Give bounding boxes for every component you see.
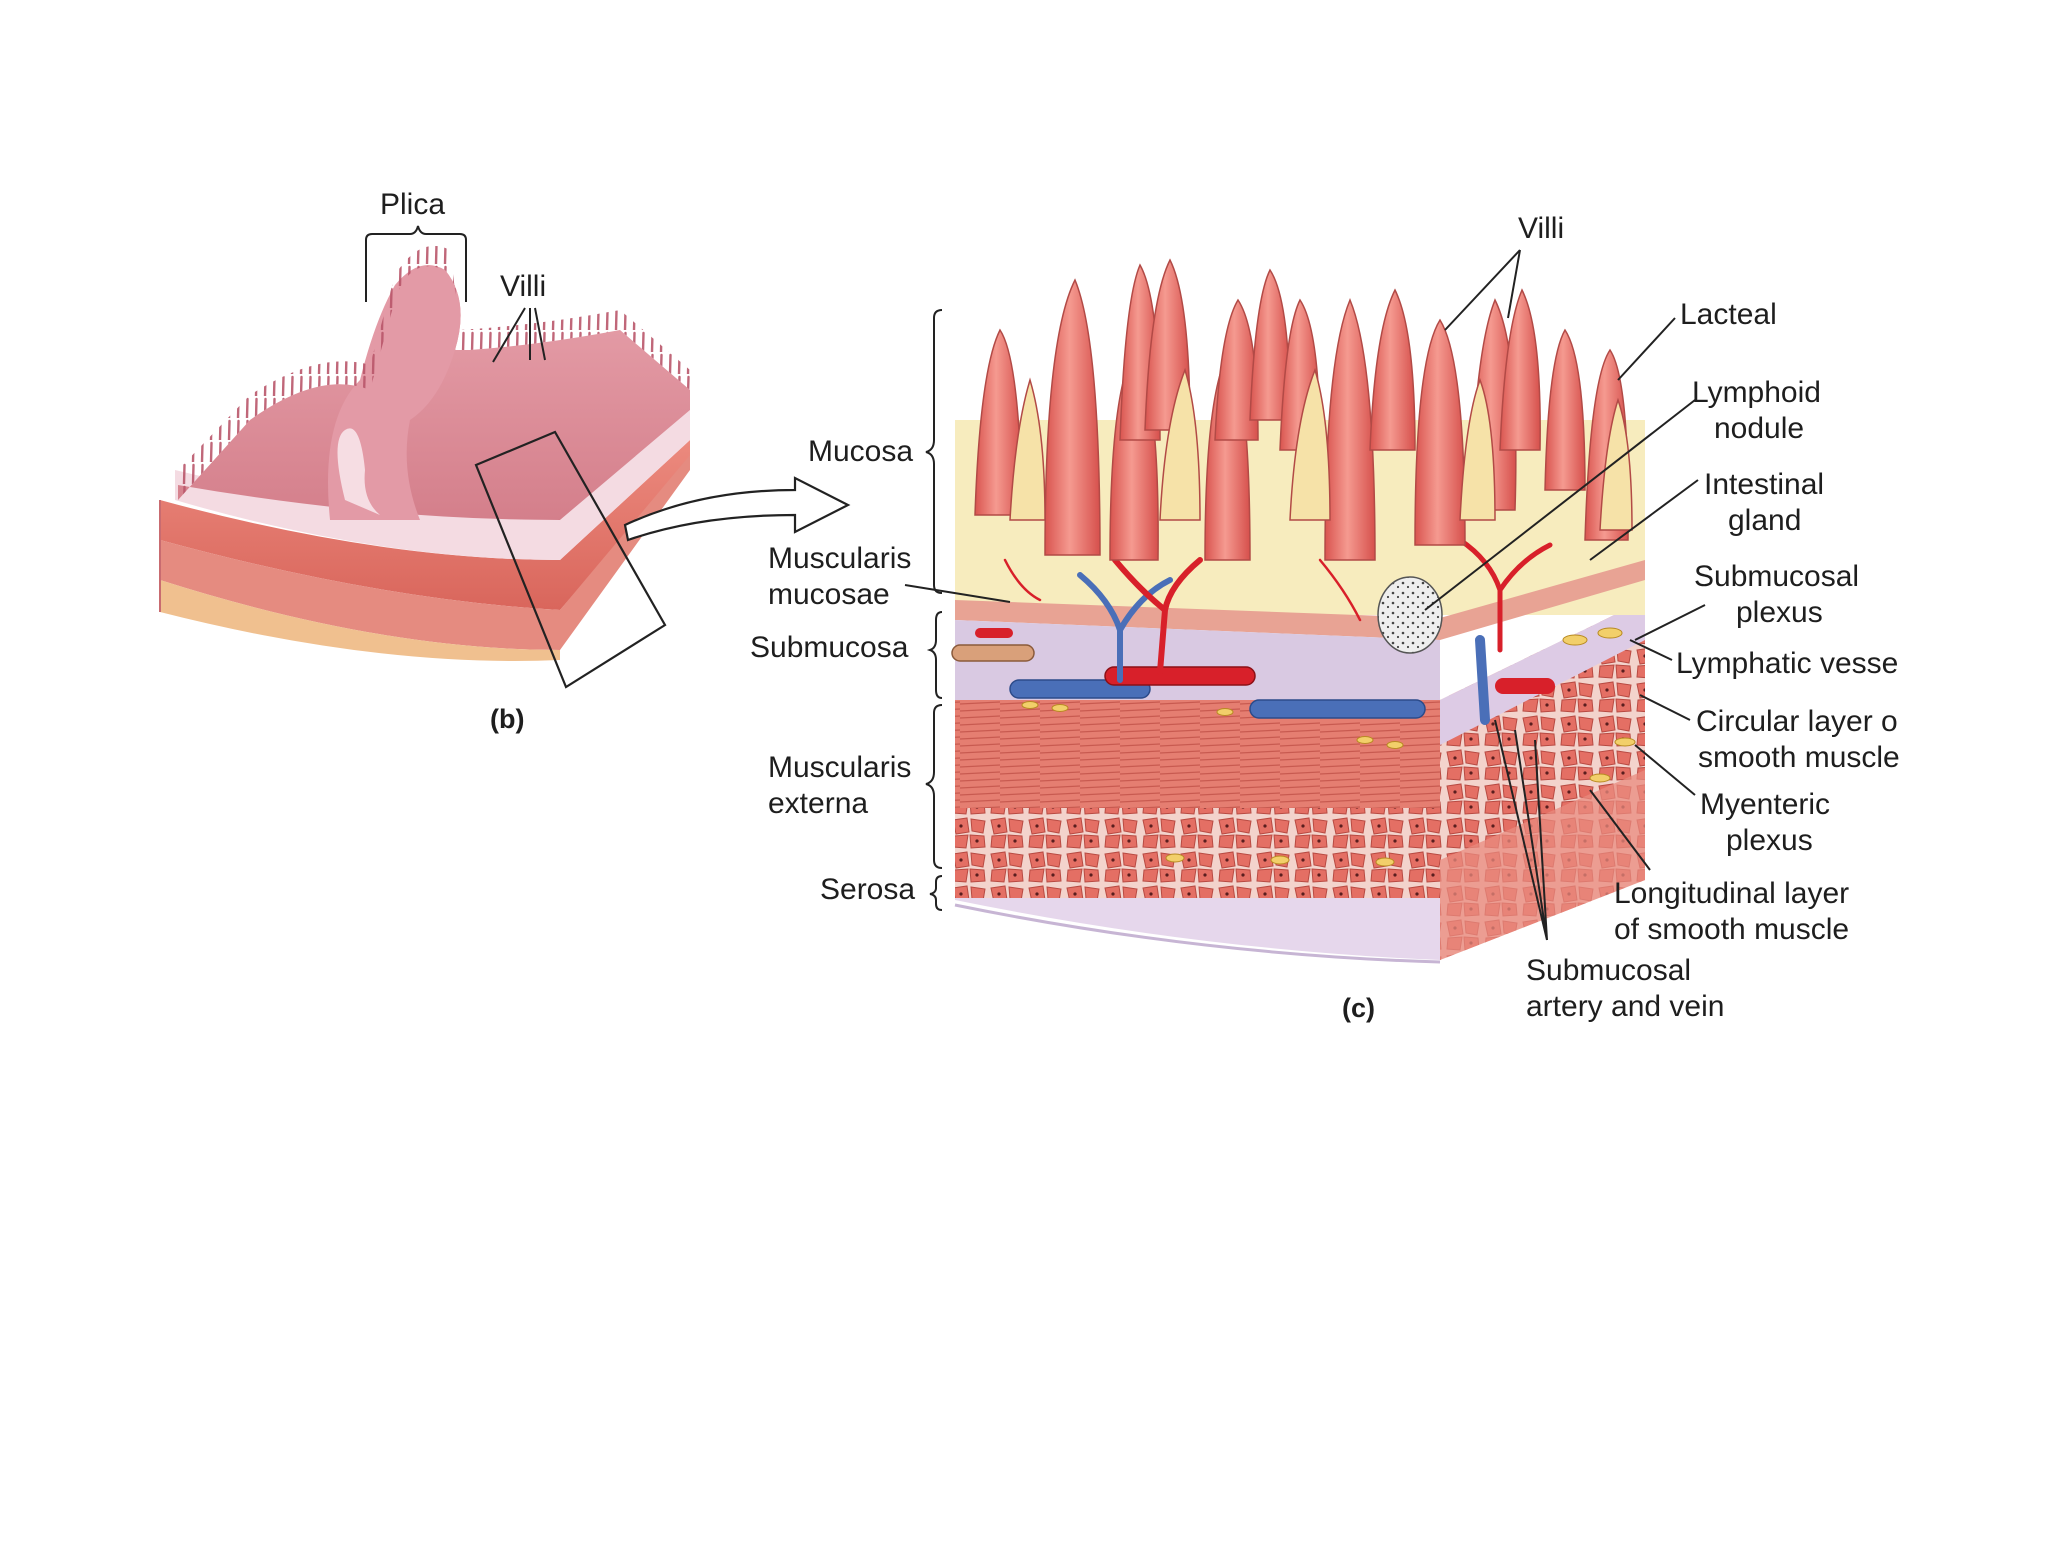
submucosal-plexus-label-line2: plexus [1736, 596, 1823, 629]
panel-b-to-c-arrow [623, 476, 851, 542]
panel-c-wall-section: Mucosa Muscularis mucosae Submucosa Musc… [750, 212, 1900, 1023]
circular-layer-label-line2: smooth muscle [1698, 741, 1900, 774]
lymphoid-nodule-label-line2: nodule [1714, 412, 1804, 445]
panel-b-zoom-box [474, 430, 667, 689]
lymphatic-vessel-label: Lymphatic vesse [1676, 647, 1898, 680]
panel-b-caption: (b) [490, 704, 524, 734]
villi-label-c: Villi [1518, 212, 1564, 245]
submucosal-plexus-label-line1: Submucosal [1694, 560, 1859, 593]
layer-braces [904, 309, 1011, 911]
longitudinal-muscle-layer [955, 808, 1440, 898]
lymphatic-vessels [1021, 627, 1636, 867]
submucosa-vessels [951, 628, 1555, 725]
submucosa-label: Submucosa [750, 631, 909, 664]
villi [974, 258, 1633, 561]
myenteric-plexus-label-line2: plexus [1726, 824, 1813, 857]
myenteric-plexus-label-line1: Myenteric [1700, 788, 1830, 821]
panel-c-caption: (c) [1342, 993, 1375, 1023]
serosa-label: Serosa [820, 873, 915, 906]
capillary-branches [1003, 537, 1553, 683]
lacteal-label: Lacteal [1680, 298, 1777, 331]
circular-layer-label-line1: Circular layer o [1696, 705, 1898, 738]
villi-label-b: Villi [500, 270, 546, 303]
serosa-layer [955, 898, 1440, 960]
longitudinal-layer-label-line1: Longitudinal layer [1614, 877, 1849, 910]
muscularis-mucosae-label-line2: mucosae [768, 578, 890, 611]
lymphoid-nodule [1377, 576, 1443, 654]
submucosal-artery-vein-label-line2: artery and vein [1526, 990, 1724, 1023]
right-label-leaders [1424, 249, 1706, 941]
plica-label: Plica [380, 188, 445, 221]
panel-b-muscle-layer [160, 440, 690, 610]
lymphoid-nodule-label-line1: Lymphoid [1692, 376, 1821, 409]
mucosa-label: Mucosa [808, 435, 913, 468]
submucosal-artery-vein-label-line1: Submucosal [1526, 954, 1691, 987]
muscularis-externa-label-line2: externa [768, 787, 868, 820]
muscularis-mucosae-label-line1: Muscularis [768, 542, 911, 575]
panel-b-plica-illustration: Plica Villi (b) [159, 188, 851, 734]
plica-bracket [365, 225, 467, 302]
longitudinal-layer-label-line2: of smooth muscle [1614, 913, 1849, 946]
intestinal-gland-label-line2: gland [1728, 504, 1801, 537]
intestinal-gland-label-line1: Intestinal [1704, 468, 1824, 501]
panel-b-submucosa [175, 410, 690, 560]
muscularis-externa-label-line1: Muscularis [768, 751, 911, 784]
